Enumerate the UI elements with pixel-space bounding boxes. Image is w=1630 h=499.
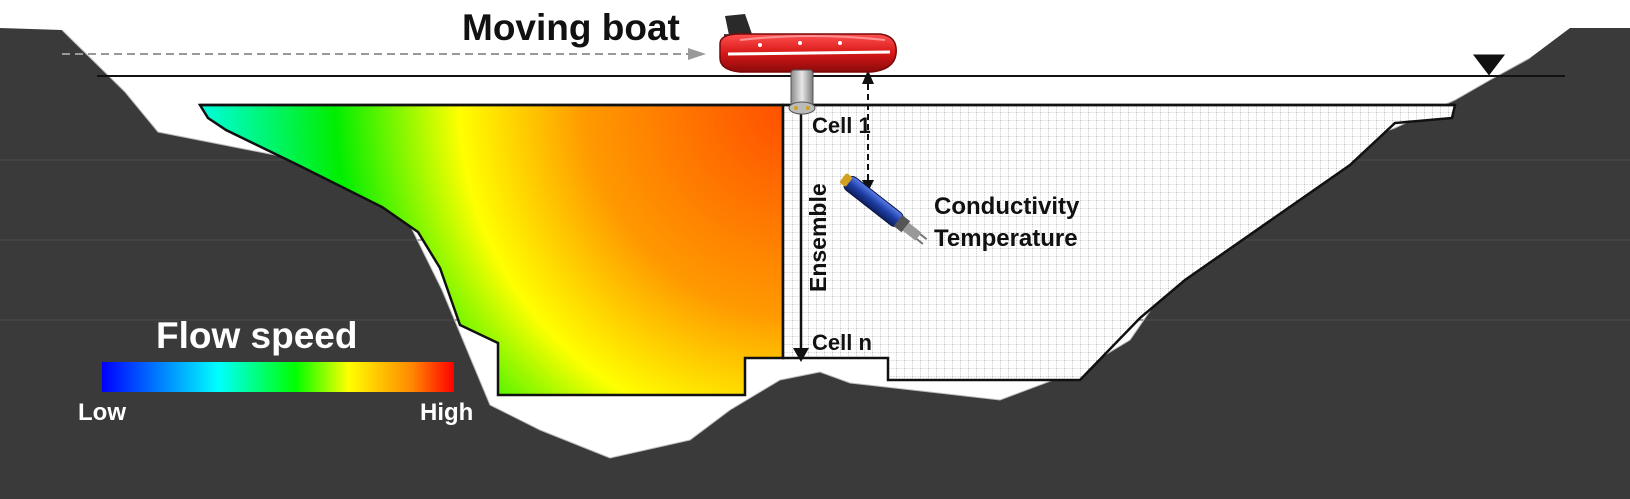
adcp-sensor-icon xyxy=(788,69,816,115)
legend-color-bar xyxy=(102,362,454,392)
legend-low-label: Low xyxy=(78,399,126,426)
boat-motion-arrow xyxy=(62,48,706,60)
inflatable-boat-icon xyxy=(719,14,897,73)
cell-1-label: Cell 1 xyxy=(812,113,871,138)
flow-speed-region xyxy=(197,103,785,397)
ensemble-cell-grid xyxy=(781,103,1457,382)
flow-speed-legend: Flow speed Low High xyxy=(78,315,473,426)
ensemble-arrow xyxy=(793,108,809,362)
moving-boat-label: Moving boat xyxy=(462,7,680,48)
cell-n-label: Cell n xyxy=(812,330,872,355)
legend-high-label: High xyxy=(420,399,473,426)
conductivity-label: Conductivity xyxy=(934,193,1080,220)
ctd-probe-icon xyxy=(839,173,928,245)
temperature-label: Temperature xyxy=(934,225,1078,252)
ensemble-label: Ensemble xyxy=(805,183,831,292)
water-level-triangle-icon xyxy=(1472,54,1506,76)
legend-title: Flow speed xyxy=(156,315,357,356)
probe-depth-arrow xyxy=(862,70,874,192)
